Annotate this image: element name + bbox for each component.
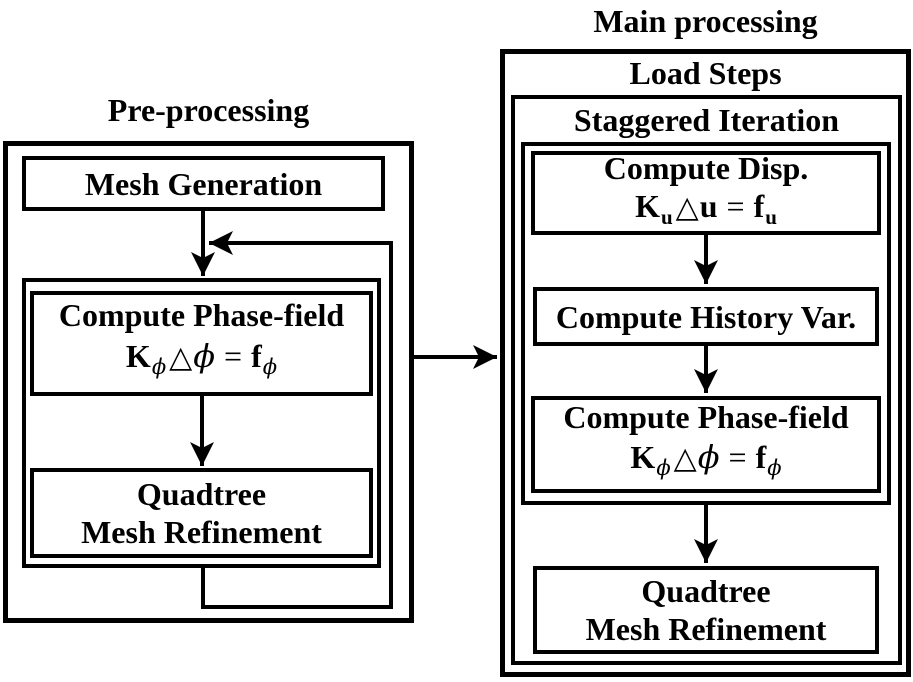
main-phase-field-equation: Kϕ△ϕ=fϕ [630,438,782,480]
compute-disp-box: Compute Disp. Ku△u=fu [531,149,881,235]
main-quadtree-line2: Mesh Refinement [585,611,827,647]
main-phase-field-label: Compute Phase-field [563,399,849,435]
staggered-iteration-box [521,142,891,505]
compute-history-var-box: Compute History Var. [533,287,879,346]
triangle-operator: △ [673,441,697,476]
pre-processing-outer-box [3,141,414,623]
compute-disp-label: Compute Disp. [603,149,809,186]
pre-phase-field-equation: Kϕ△ϕ=fϕ [125,337,278,379]
pre-quadtree-line1: Quadtree [136,476,267,512]
pre-quadtree-refinement-box: Quadtree Mesh Refinement [30,468,373,558]
main-compute-phase-field-box: Compute Phase-field Kϕ△ϕ=fϕ [531,396,881,493]
pre-processing-title: Pre-processing [107,92,310,128]
mesh-generation-box: Mesh Generation [22,156,385,211]
mesh-generation-label: Mesh Generation [84,165,323,202]
compute-history-var-label: Compute History Var. [555,298,857,335]
triangle-operator: △ [675,189,699,225]
main-quadtree-line1: Quadtree [641,573,771,609]
compute-disp-equation: Ku△u=fu [635,187,777,229]
main-quadtree-refinement-box: Quadtree Mesh Refinement [533,566,879,654]
triangle-operator: △ [169,340,193,375]
pre-phase-field-label: Compute Phase-field [58,297,345,333]
main-processing-title: Main processing [593,3,818,39]
staggered-iteration-label: Staggered Iteration [573,102,840,138]
main-processing-outer-box [500,49,911,677]
pre-compute-phase-field-box: Compute Phase-field Kϕ△ϕ=fϕ [30,291,373,396]
pre-quadtree-line2: Mesh Refinement [81,514,322,550]
load-steps-label: Load Steps [629,55,782,91]
load-steps-box [511,95,902,665]
